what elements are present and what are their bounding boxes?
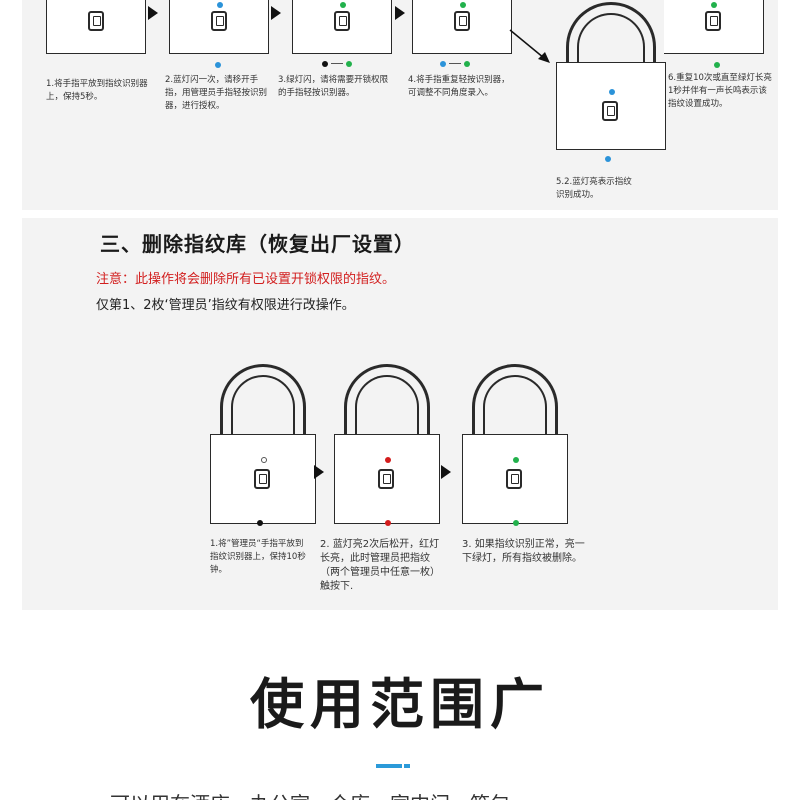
delete-panel: 1.将”管理员“手指平放到指纹识别器上，保持10秒钟。 2. 蓝灯亮2次后松开，… (22, 218, 778, 610)
fingerprint-sensor-icon (602, 101, 618, 121)
enrollment-panel: 1.将手指平放到指纹识别器上，保持5秒。 2.蓝灯闪一次，请移开手指，用管理员手… (22, 0, 778, 210)
led-dot-icon (346, 61, 352, 67)
step-box-2 (169, 0, 269, 54)
led-dot-icon (513, 457, 519, 463)
step-box-6 (664, 0, 764, 54)
fingerprint-sensor-icon (454, 11, 470, 31)
led-dot-icon (322, 61, 328, 67)
led-dot-icon (513, 520, 519, 526)
flash-indicator (322, 59, 362, 69)
arrow-double-icon (331, 63, 343, 64)
delete-step-caption-2: 2. 蓝灯亮2次后松开，红灯长亮，此时管理员把指纹（两个管理员中任意一枚）触按下… (320, 539, 440, 592)
fingerprint-sensor-icon (334, 11, 350, 31)
title-underline (404, 764, 410, 768)
led-dot-icon (217, 2, 223, 8)
step-caption-1: 1.将手指平放到指纹识别器上，保持5秒。 (46, 79, 148, 102)
arrow-right-icon (441, 465, 451, 479)
padlock-icon (462, 434, 568, 524)
led-dot-icon (385, 457, 391, 463)
warning-notice: 注意：此操作将会删除所有已设置开锁权限的指纹。 (96, 272, 396, 287)
flash-indicator (440, 59, 480, 69)
arrow-diagonal-icon (509, 29, 550, 63)
padlock-icon (556, 62, 666, 150)
padlock-shackle (472, 364, 558, 439)
step-caption-3: 3.绿灯闪，请将需要开锁权限的手指轻按识别器。 (278, 75, 389, 98)
padlock-shackle (566, 2, 656, 65)
step-caption-6: 6.重复10次或直至绿灯长亮1秒并伴有一声长鸣表示该指纹设置成功。 (668, 73, 772, 109)
padlock-shackle (344, 364, 430, 439)
led-dot-icon (385, 520, 391, 526)
step-box-4 (412, 0, 512, 54)
led-dot-icon (261, 457, 267, 463)
section-title: 三、删除指纹库（恢复出厂设置） (100, 232, 415, 256)
step-caption-4: 4.将手指重复轻按识别器，可调整不同角度录入。 (408, 75, 510, 98)
padlock-icon (210, 434, 316, 524)
led-dot-icon (340, 2, 346, 8)
fingerprint-sensor-icon (705, 11, 721, 31)
led-dot-icon (257, 520, 263, 526)
scope-title: 使用范围广 (250, 673, 550, 736)
step-caption-5: 5.2.蓝灯亮表示指纹识别成功。 (556, 177, 632, 200)
step-caption-2: 2.蓝灯闪一次，请移开手指，用管理员手指轻按识别器，进行授权。 (165, 75, 268, 111)
arrow-double-icon (449, 63, 461, 64)
step-box-3 (292, 0, 392, 54)
fingerprint-sensor-icon (506, 469, 522, 489)
fingerprint-sensor-icon (378, 469, 394, 489)
padlock-icon (334, 434, 440, 524)
led-dot-icon (215, 62, 221, 68)
permission-note: 仅第1、2枚‘管理员’指纹有权限进行改操作。 (96, 298, 355, 313)
led-dot-icon (605, 156, 611, 162)
title-underline (376, 764, 402, 768)
led-dot-icon (609, 89, 615, 95)
padlock-shackle (220, 364, 306, 439)
led-dot-icon (711, 2, 717, 8)
fingerprint-sensor-icon (254, 469, 270, 489)
fingerprint-sensor-icon (88, 11, 104, 31)
led-dot-icon (464, 61, 470, 67)
arrow-right-icon (148, 6, 158, 20)
delete-step-caption-1: 1.将”管理员“手指平放到指纹识别器上，保持10秒钟。 (210, 539, 306, 575)
arrow-right-icon (314, 465, 324, 479)
fingerprint-sensor-icon (211, 11, 227, 31)
scope-description: 可以用在酒店、办公室、仓库、家中门、箱包 (110, 788, 510, 800)
step-box-1 (46, 0, 146, 54)
led-dot-icon (714, 62, 720, 68)
led-dot-icon (440, 61, 446, 67)
arrow-right-icon (271, 6, 281, 20)
led-dot-icon (460, 2, 466, 8)
arrow-right-icon (395, 6, 405, 20)
delete-step-caption-3: 3. 如果指纹识别正常，亮一下绿灯，所有指纹被删除。 (462, 539, 585, 564)
